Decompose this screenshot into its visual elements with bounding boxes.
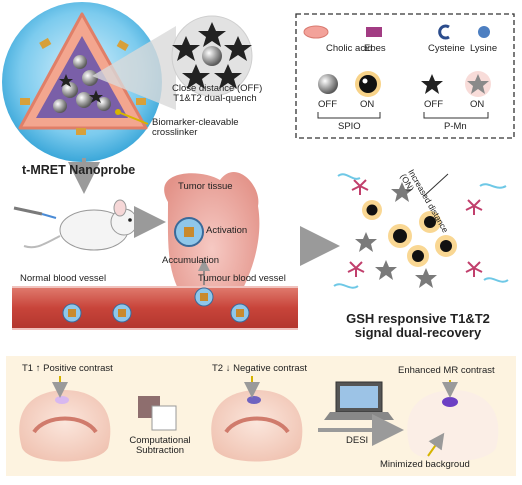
spio-off-icon: [318, 74, 338, 94]
tumor-tissue-label: Tumor tissue: [178, 181, 233, 192]
cholic-acid-icon: [303, 25, 329, 39]
quench-caption: Close distance (OFF) T1&T2 dual-quench: [172, 83, 262, 105]
vessel-scene: [12, 158, 340, 330]
computational-subtraction-label: Computational Subtraction: [122, 435, 198, 457]
laptop-illustration: [324, 381, 394, 420]
gsh-title: GSH responsive T1&T2 signal dual-recover…: [318, 311, 518, 341]
legend-cysteine-label: Cysteine: [428, 43, 465, 54]
computational-line: Computational: [129, 435, 191, 446]
accumulation-label: Accumulation: [162, 255, 220, 266]
crosslinker-label: Biomarker-cleavable crosslinker: [152, 117, 239, 139]
ebes-icon: [366, 27, 382, 37]
bottom-panel: [6, 356, 516, 476]
pmn-on-label: ON: [470, 99, 485, 110]
brain-slice-enhanced: [407, 390, 499, 462]
enhanced-contrast-label: Enhanced MR contrast: [398, 365, 495, 376]
cysteine-icon: [438, 24, 450, 40]
quench-caption-line1: Close distance (OFF): [172, 83, 263, 94]
pmn-label: P-Mn: [444, 121, 467, 132]
pmn-off-label: OFF: [424, 99, 443, 110]
legend-cholic-acid-label: Cholic acid: [326, 43, 373, 54]
lysine-icon: [478, 26, 490, 38]
gsh-title-line2: signal dual-recovery: [354, 325, 482, 341]
spio-label: SPIO: [338, 121, 361, 132]
nanoprobe-illustration: [2, 2, 253, 162]
subtraction-line: Subtraction: [135, 445, 185, 457]
t2-label: T2 ↓ Negative contrast: [212, 363, 308, 374]
minimized-background-label: Minimized backgroud: [380, 459, 470, 470]
gsh-title-line1: GSH responsive T1&T2: [346, 311, 490, 326]
legend-box: [295, 13, 515, 139]
activation-label: Activation: [206, 225, 248, 236]
legend-lysine-label: Lysine: [470, 43, 498, 54]
brain-slice-t1: [19, 390, 111, 462]
recovery-cluster: [333, 173, 509, 289]
mouse-illustration: [13, 199, 138, 251]
nanoprobe-title: t-MRET Nanoprobe: [22, 163, 136, 177]
spio-off-label: OFF: [318, 99, 337, 110]
spio-on-label: ON: [360, 99, 375, 110]
legend-ebes-label: Ebes: [364, 43, 386, 54]
normal-vessel-label: Normal blood vessel: [20, 273, 107, 284]
blood-vessel: [12, 287, 298, 329]
pmn-on-icon: [465, 71, 491, 97]
tumour-vessel-label: Tumour blood vessel: [198, 273, 286, 284]
brain-slice-t2: [211, 390, 303, 462]
desi-label: DESI: [346, 435, 369, 446]
pmn-off-icon: [421, 74, 443, 94]
spio-on-icon: [355, 71, 381, 97]
t1-label: T1 ↑ Positive contrast: [22, 363, 113, 374]
quench-caption-line2: T1&T2 dual-quench: [173, 93, 257, 105]
